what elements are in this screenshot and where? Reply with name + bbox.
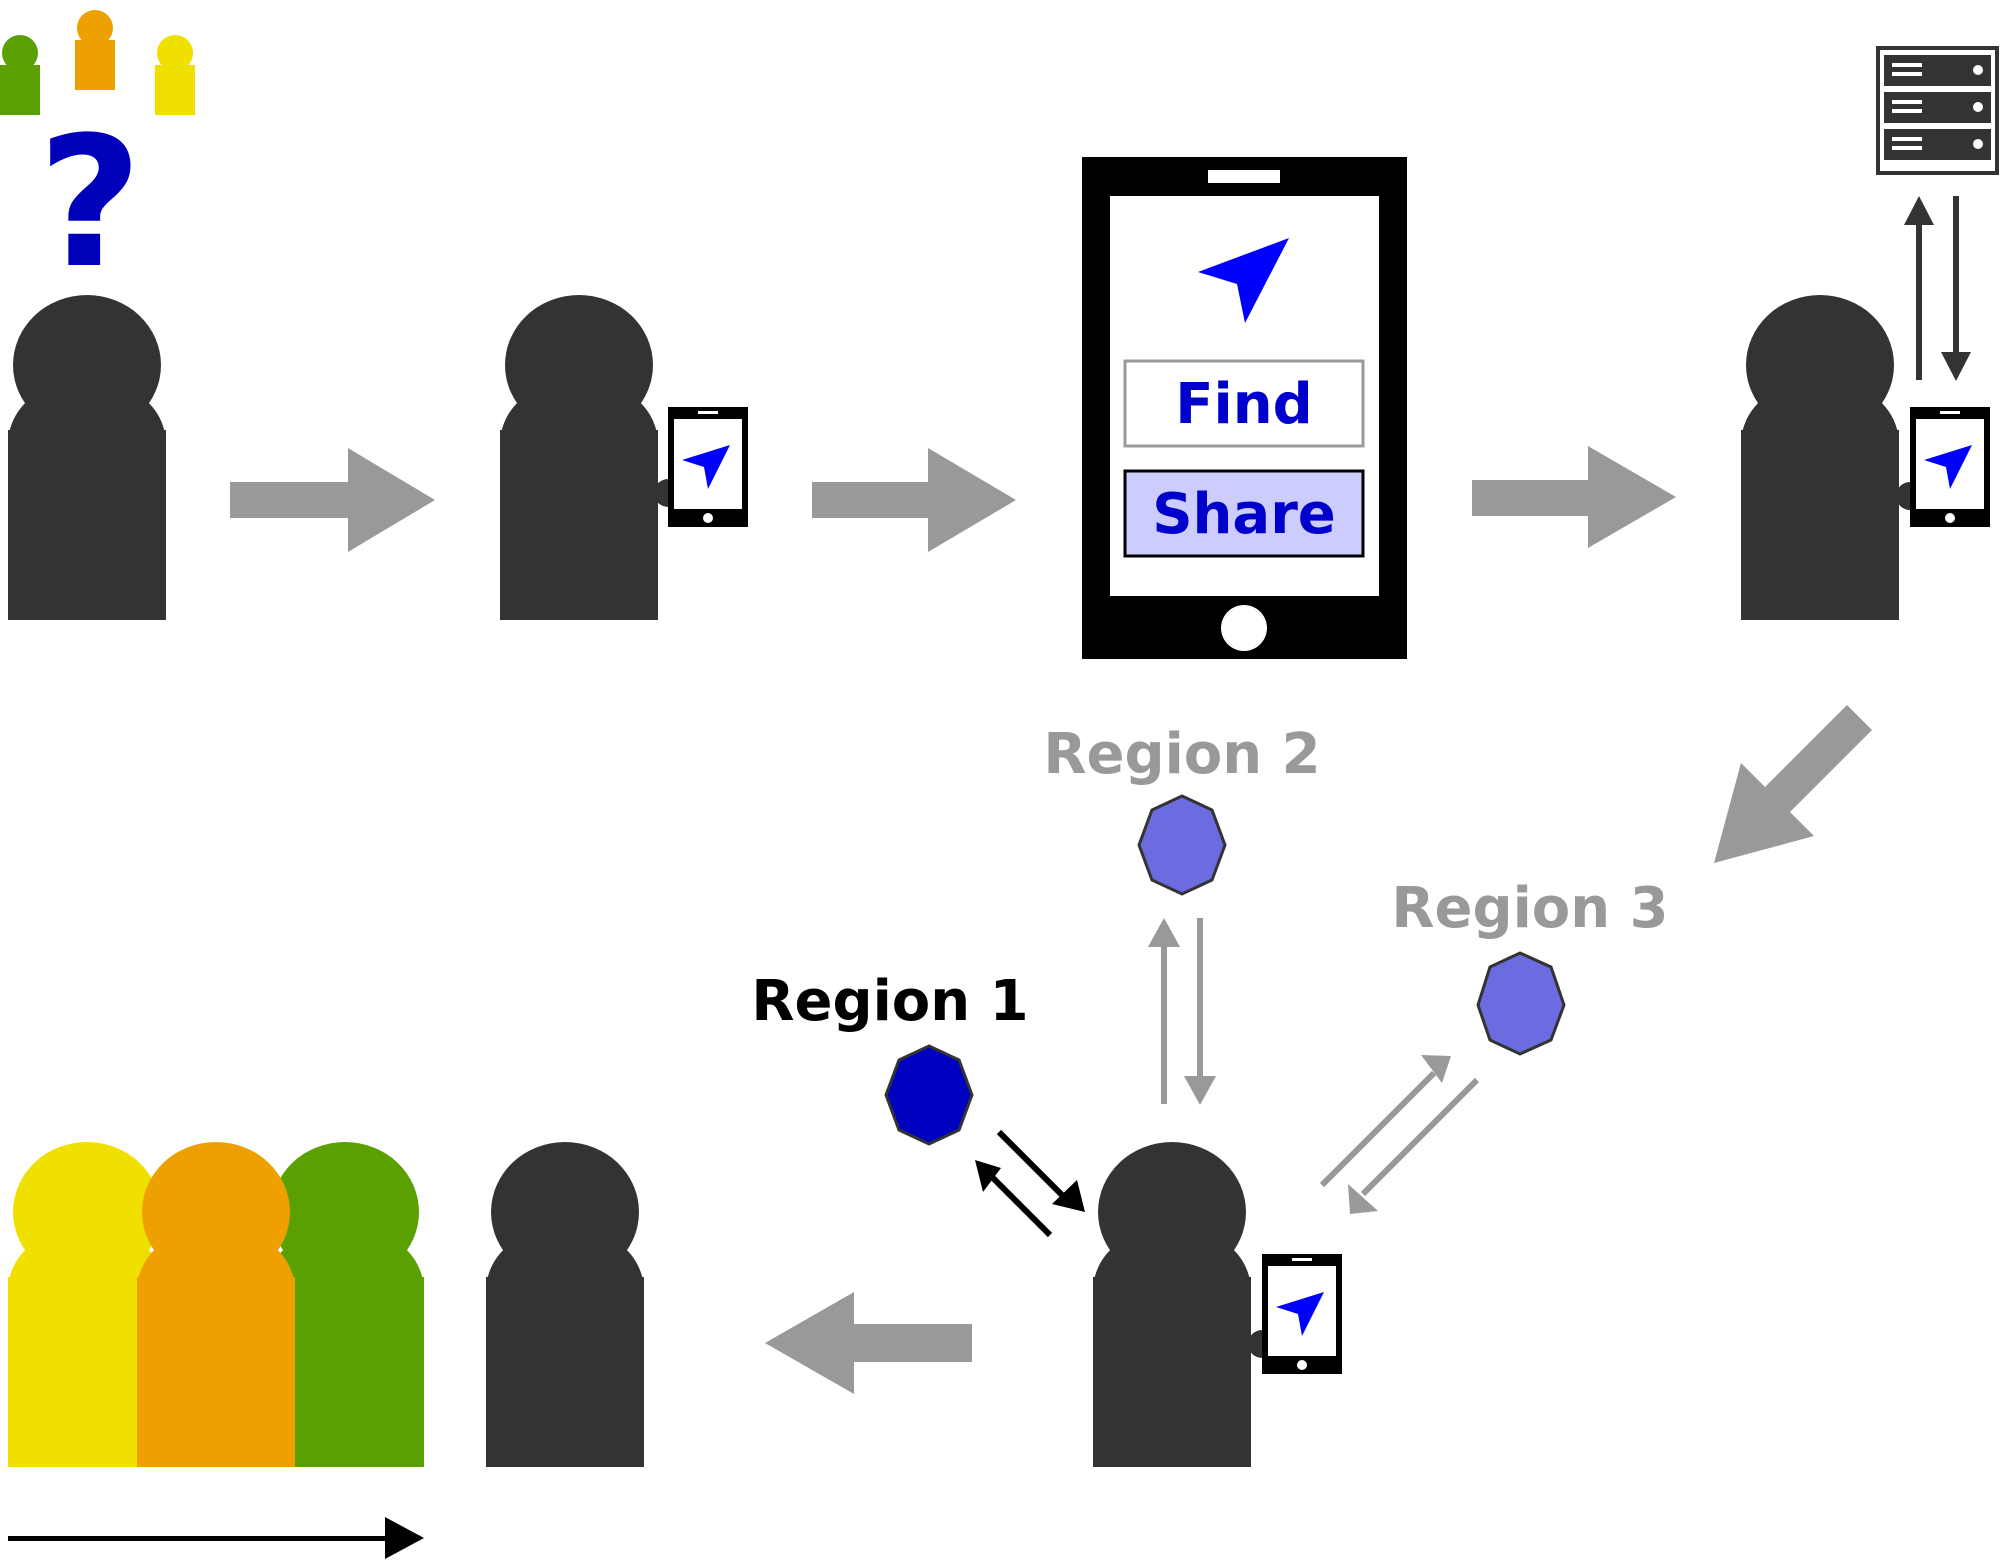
navigation-arrow-icon (1198, 238, 1289, 323)
person-icon (1093, 1142, 1251, 1467)
region-2-label: Region 2 (1043, 722, 1320, 787)
region-1-arrows-icon (975, 1129, 1085, 1238)
region-3-label: Region 3 (1391, 876, 1668, 941)
region-1-label: Region 1 (751, 969, 1028, 1034)
hexagon-beacon-icon (884, 1044, 974, 1146)
smartphone-icon (1910, 407, 1990, 527)
person-icon (1741, 295, 1899, 620)
server-sync-arrows-icon (1904, 196, 1971, 381)
person-icon (8, 295, 166, 620)
flow-arrow-right-2 (812, 448, 1016, 552)
smartphone-screen: Find Share (1082, 157, 1407, 659)
find-button-label: Find (1175, 372, 1312, 437)
share-button-label: Share (1152, 482, 1336, 547)
mini-person-green-icon (0, 35, 40, 115)
smartphone-icon (668, 407, 748, 527)
person-orange-icon (137, 1142, 295, 1467)
flow-arrow-left (765, 1292, 972, 1394)
flow-arrow-right-1 (230, 448, 435, 552)
flow-arrow-down-left (1714, 705, 1872, 863)
flow-arrow-right-3 (1472, 446, 1676, 548)
crowd-group-icon (8, 1142, 424, 1467)
server-rack-icon (1876, 46, 1999, 175)
share-button[interactable] (1123, 469, 1365, 558)
find-button[interactable] (1123, 359, 1365, 448)
mini-person-yellow-icon (155, 35, 195, 115)
timeline-arrow-icon (8, 1517, 424, 1559)
hexagon-beacon-icon (1137, 794, 1227, 896)
home-button-icon[interactable] (1221, 605, 1267, 651)
question-mark-icon: ? (38, 99, 142, 308)
region-3-arrows-icon (1319, 1055, 1480, 1214)
mini-person-orange-icon (75, 10, 115, 90)
person-icon (486, 1142, 644, 1467)
person-icon (500, 295, 658, 620)
smartphone-icon (1262, 1254, 1342, 1374)
region-2-arrows-icon (1148, 918, 1216, 1105)
hexagon-beacon-icon (1476, 951, 1566, 1056)
